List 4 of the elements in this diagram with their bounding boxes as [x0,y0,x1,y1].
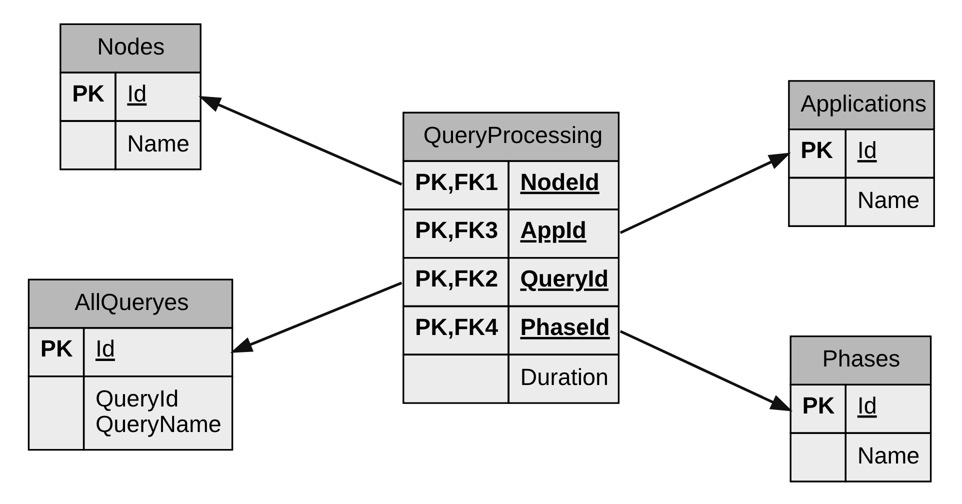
arrow [230,282,402,353]
arrow [620,152,791,234]
arrow [198,96,402,186]
arrow [620,330,793,412]
